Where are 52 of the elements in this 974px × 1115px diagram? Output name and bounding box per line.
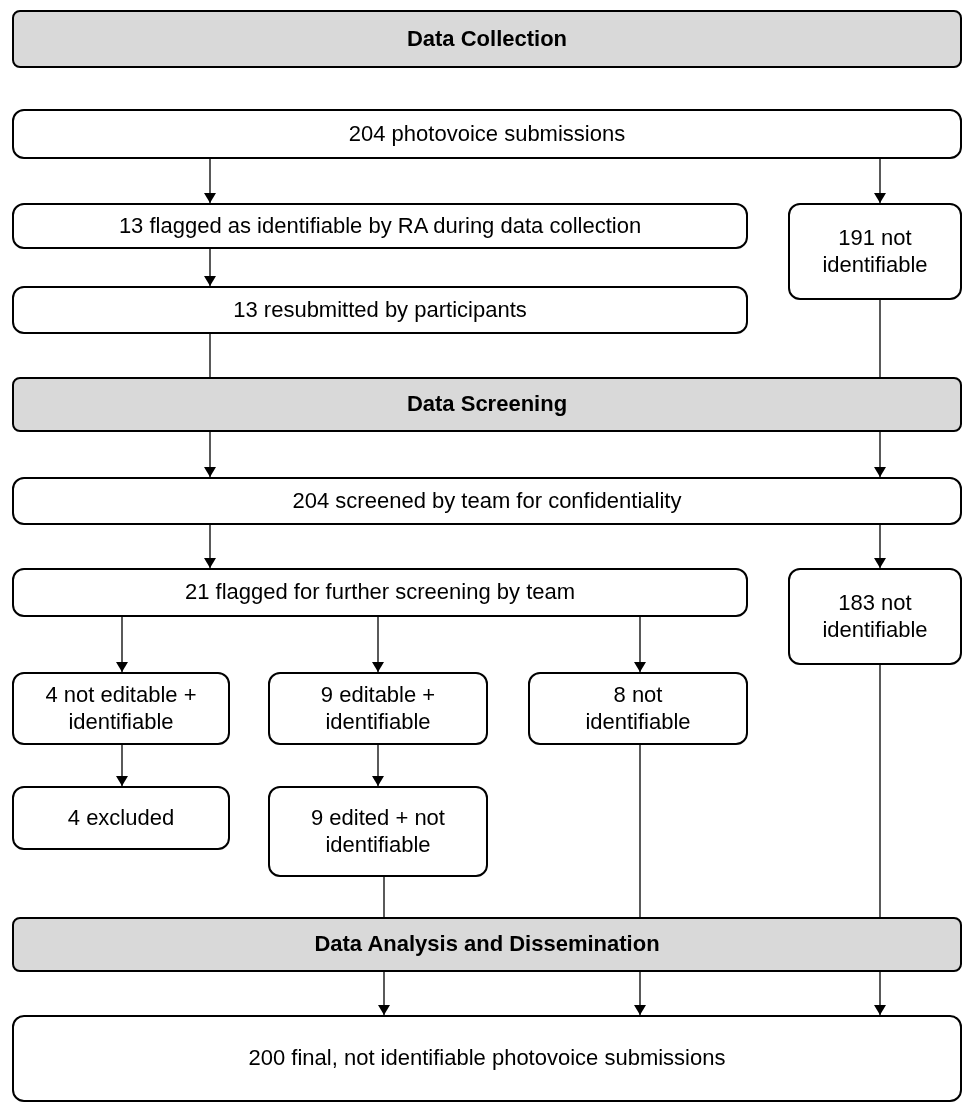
arrow xyxy=(204,431,216,478)
connector-line xyxy=(639,744,641,918)
box-text: 21 flagged for further screening by team xyxy=(184,579,576,606)
arrow xyxy=(204,524,216,569)
process-box xyxy=(12,109,962,159)
box-text: 8 not identifiable xyxy=(584,682,692,735)
arrow xyxy=(874,431,886,478)
box-text: 204 photovoice submissions xyxy=(348,120,626,148)
box-text: 183 not identifiable xyxy=(821,590,929,643)
box-text: 13 resubmitted by participants xyxy=(233,296,527,324)
phase-band xyxy=(12,377,962,432)
process-box xyxy=(12,568,748,617)
arrow xyxy=(116,744,128,787)
process-box xyxy=(788,568,962,665)
phase-band xyxy=(12,917,962,972)
box-text: 200 final, not identifiable photovoice submissions xyxy=(248,1045,726,1072)
arrow xyxy=(378,971,390,1016)
arrow xyxy=(634,616,646,673)
process-box xyxy=(268,672,488,745)
connector-line xyxy=(879,664,881,918)
connector-line xyxy=(209,333,211,378)
arrow xyxy=(204,158,216,204)
box-text: 4 excluded xyxy=(67,804,175,832)
arrow xyxy=(874,158,886,204)
process-box xyxy=(12,477,962,525)
process-box xyxy=(12,203,748,249)
arrow xyxy=(634,971,646,1016)
process-box xyxy=(268,786,488,877)
box-text: 204 screened by team for confidentiality xyxy=(292,487,682,515)
phase-band xyxy=(12,10,962,68)
box-text: 9 editable + identifiable xyxy=(319,682,437,735)
box-text: 9 edited + not identifiable xyxy=(310,805,446,858)
connector-line xyxy=(383,876,385,918)
arrow xyxy=(874,524,886,569)
phase-title: Data Collection xyxy=(406,25,568,53)
phase-title: Data Screening xyxy=(406,391,568,418)
arrow xyxy=(116,616,128,673)
process-box xyxy=(788,203,962,300)
arrow xyxy=(204,248,216,287)
process-box xyxy=(12,286,748,334)
phase-title: Data Analysis and Dissemination xyxy=(314,931,660,958)
box-text: 191 not identifiable xyxy=(821,225,929,278)
box-text: 4 not editable + identifiable xyxy=(44,682,198,735)
process-box xyxy=(12,1015,962,1102)
arrow xyxy=(372,744,384,787)
process-box xyxy=(12,786,230,850)
arrow xyxy=(874,971,886,1016)
connector-line xyxy=(879,299,881,378)
arrow xyxy=(372,616,384,673)
process-box xyxy=(528,672,748,745)
box-text: 13 flagged as identifiable by RA during data collection xyxy=(118,212,642,240)
process-box xyxy=(12,672,230,745)
